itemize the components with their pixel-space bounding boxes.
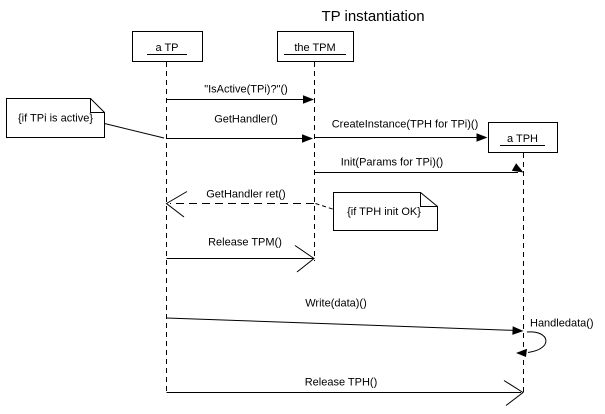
open-arrowhead-icon — [165, 191, 188, 218]
message-release-tph[interactable]: Release TPH() — [166, 377, 524, 406]
object-rect — [277, 31, 354, 62]
message-label: GetHandler ret() — [206, 189, 285, 201]
object-label: a TP — [155, 42, 178, 54]
note-connector — [315, 203, 335, 210]
object-label: the TPM — [294, 42, 335, 54]
note-shape — [333, 192, 438, 231]
message-label: GetHandler() — [214, 114, 278, 126]
message-label: CreateInstance(TPH for TPi)() — [332, 119, 479, 131]
note-text: {if TPH init OK} — [347, 206, 421, 218]
open-arrowhead-icon — [294, 245, 315, 273]
self-message-loop — [526, 331, 547, 353]
note-text: {if TPi is active} — [18, 113, 93, 125]
object-rect — [488, 122, 558, 153]
message-label: Init(Params for TPi)() — [341, 157, 443, 169]
message-label: Write(data)() — [305, 298, 367, 310]
diagram-title: TP instantiation — [321, 8, 424, 25]
note-shape — [6, 98, 105, 138]
object-box-a-tph[interactable]: a TPH — [488, 122, 558, 153]
message-isactive[interactable]: "IsActive(TPi)?"() — [166, 84, 315, 104]
message-gethandler[interactable]: GetHandler() — [166, 114, 314, 143]
message-release-tpm[interactable]: Release TPM() — [166, 237, 315, 273]
filled-arrowhead-icon — [512, 326, 524, 335]
open-arrowhead-icon — [503, 380, 524, 406]
object-rect — [132, 31, 203, 62]
message-createinstance[interactable]: CreateInstance(TPH for TPi)() — [315, 119, 488, 142]
filled-arrowhead-icon — [302, 134, 313, 143]
note-connector — [104, 123, 165, 139]
note-fold-icon — [90, 98, 105, 113]
message-label: "IsActive(TPi)?"() — [204, 84, 288, 96]
message-handledata-self[interactable]: Handledata() — [516, 318, 594, 358]
note-if-tph-init-ok[interactable]: {if TPH init OK} — [315, 192, 438, 231]
note-if-tpi-is-active[interactable]: {if TPi is active} — [6, 98, 165, 139]
filled-arrowhead-icon — [511, 163, 524, 173]
message-label: Release TPH() — [305, 377, 378, 389]
message-line — [166, 317, 518, 331]
message-write-data[interactable]: Write(data)() — [166, 298, 524, 336]
filled-arrowhead-icon — [516, 348, 527, 357]
object-box-a-tp[interactable]: a TP — [132, 31, 203, 62]
filled-arrowhead-icon — [476, 133, 488, 142]
message-label: Handledata() — [530, 318, 594, 330]
object-box-the-tpm[interactable]: the TPM — [277, 31, 354, 62]
note-fold-icon — [420, 192, 438, 207]
filled-arrowhead-icon — [303, 95, 314, 104]
message-init[interactable]: Init(Params for TPi)() — [315, 157, 526, 177]
object-label: a TPH — [507, 133, 538, 145]
message-gethandler-ret[interactable]: GetHandler ret() — [165, 189, 315, 218]
message-label: Release TPM() — [208, 237, 282, 249]
